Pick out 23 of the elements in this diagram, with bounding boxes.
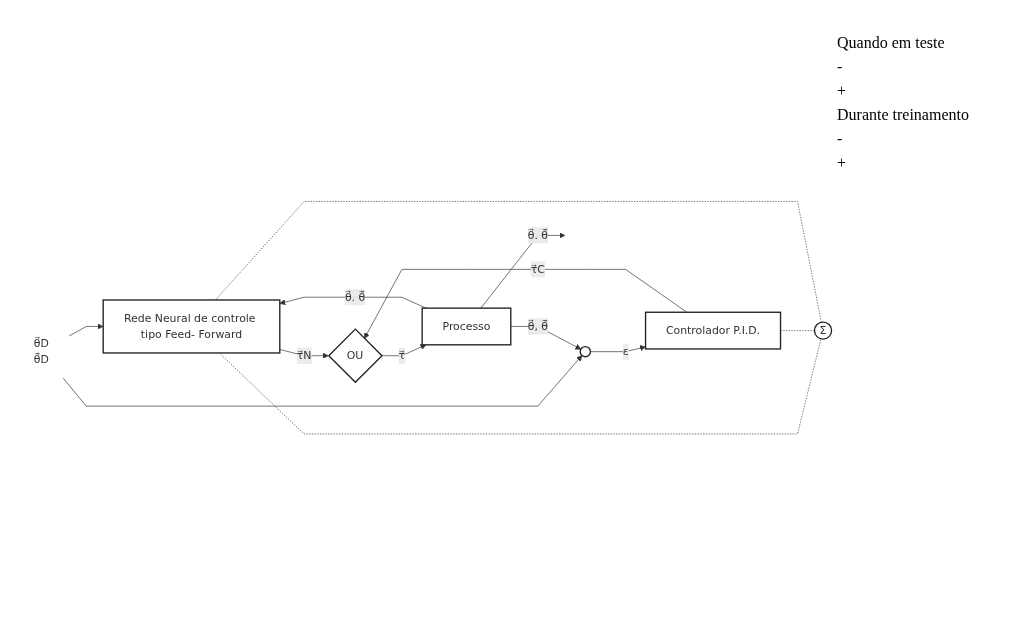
node-circle	[579, 345, 592, 358]
note-text: +	[837, 154, 848, 172]
edge-label: ε	[622, 344, 629, 358]
node-diamond: OU	[327, 327, 383, 384]
connector	[780, 330, 815, 331]
note-text: +	[837, 82, 848, 100]
edge-label: θ⃗. θ̇⃗	[344, 290, 366, 304]
edge-label: θ⃗. θ̇⃗	[527, 228, 548, 242]
node-box: Controlador P.I.D.	[644, 311, 782, 350]
node-circle: Σ	[813, 321, 833, 340]
note-text: -	[837, 130, 844, 148]
edge-label: τ⃗	[398, 348, 406, 362]
connector	[218, 338, 822, 435]
node-box: Processo	[421, 307, 512, 346]
edge-label: θ⃗, θ̇⃗	[527, 319, 548, 333]
edge-label: τ⃗C	[530, 262, 545, 276]
note-text: -	[837, 58, 844, 76]
node-text: θ⃗D θ̇⃗D	[33, 336, 49, 366]
node-box: Rede Neural de controle tipo Feed- Forward	[102, 299, 281, 354]
note-text: Quando em teste	[837, 34, 946, 52]
connector	[215, 200, 822, 323]
note-text: Durante treinamento	[837, 106, 970, 124]
edge-label: τ⃗N	[296, 348, 312, 362]
